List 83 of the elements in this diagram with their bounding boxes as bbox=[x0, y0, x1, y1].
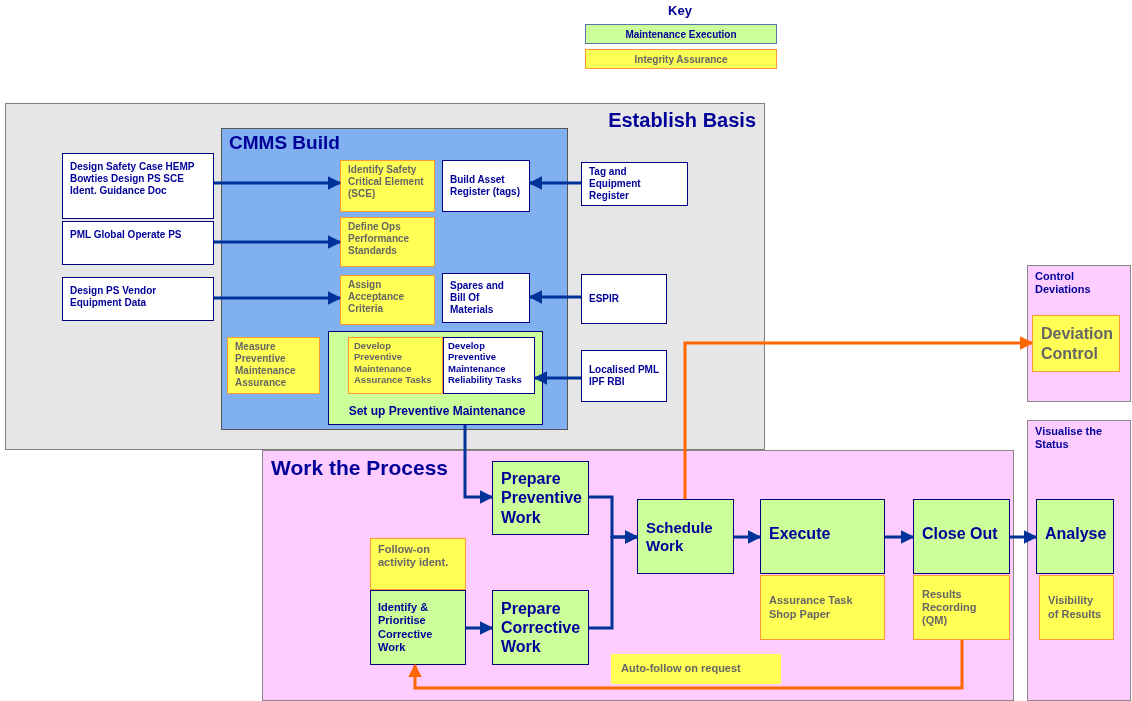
assurance-box bbox=[348, 337, 443, 394]
box-label: Deviation Control bbox=[1041, 324, 1113, 363]
box-label: Auto-follow on request bbox=[621, 662, 741, 676]
box-label: Assign Acceptance Criteria bbox=[348, 279, 406, 315]
assurance-box bbox=[340, 160, 435, 212]
box-label: Identify & Prioritise Corrective Work bbox=[378, 601, 434, 654]
input-box bbox=[581, 162, 688, 206]
arrow bbox=[528, 176, 581, 190]
box-label: Define Ops Performance Standards bbox=[348, 221, 411, 257]
process-box bbox=[492, 590, 589, 665]
input-box bbox=[442, 160, 530, 212]
arrow bbox=[408, 640, 964, 690]
process-box bbox=[1036, 499, 1114, 574]
box-label: Measure Preventive Maintenance Assurance bbox=[235, 341, 297, 389]
arrow bbox=[466, 621, 494, 635]
box-label: Schedule Work bbox=[646, 518, 714, 555]
process-box bbox=[637, 499, 734, 574]
box-label: Visibility of Results bbox=[1048, 594, 1103, 621]
input-box bbox=[442, 273, 530, 323]
group-panel bbox=[1027, 420, 1131, 701]
process-box bbox=[370, 590, 466, 665]
process-box bbox=[492, 461, 589, 535]
group-panel bbox=[328, 331, 543, 425]
input-box bbox=[62, 153, 214, 219]
box-label: Follow-on activity ident. bbox=[378, 543, 450, 570]
box-label: Execute bbox=[769, 524, 831, 544]
box-label: Design PS Vendor Equipment Data bbox=[70, 285, 158, 309]
input-box bbox=[62, 277, 214, 321]
box-label: Analyse bbox=[1045, 524, 1107, 544]
arrow bbox=[734, 530, 762, 544]
box-label: Tag and Equipment Register bbox=[589, 166, 642, 202]
box-label: Localised PML IPF RBI bbox=[589, 364, 659, 388]
box-label: Identify Safety Critical Element (SCE) bbox=[348, 164, 425, 200]
box-label: Develop Preventive Maintenance Assurance Tasks bbox=[354, 340, 433, 386]
arrow bbox=[214, 291, 342, 305]
input-box bbox=[581, 350, 667, 402]
group-panel bbox=[221, 128, 568, 430]
box-label: ESPIR bbox=[589, 293, 619, 305]
box-label: PML Global Operate PS bbox=[70, 229, 182, 241]
panel-title: Visualise the Status bbox=[1035, 425, 1104, 452]
assurance-box bbox=[227, 337, 320, 394]
note-box bbox=[611, 654, 781, 684]
panel-title: Work the Process bbox=[271, 455, 448, 481]
legend-text: Integrity Assurance bbox=[634, 53, 728, 65]
box-label: Close Out bbox=[922, 524, 998, 544]
assurance-box bbox=[760, 575, 885, 640]
panel-title: Establish Basis bbox=[608, 108, 756, 132]
group-panel bbox=[1027, 265, 1131, 402]
assurance-box bbox=[340, 217, 435, 267]
input-box bbox=[443, 337, 535, 394]
box-label: Prepare Corrective Work bbox=[501, 598, 581, 657]
assurance-box bbox=[913, 575, 1010, 640]
input-box bbox=[62, 221, 214, 265]
arrow bbox=[533, 371, 581, 385]
arrow bbox=[683, 336, 1034, 499]
assurance-box bbox=[340, 275, 435, 325]
arrow bbox=[214, 176, 342, 190]
legend-title: Key bbox=[667, 3, 693, 18]
arrow bbox=[528, 290, 581, 304]
panel-title: Set up Preventive Maintenance bbox=[348, 403, 526, 418]
box-label: Results Recording (QM) bbox=[922, 587, 978, 628]
arrow bbox=[214, 235, 342, 249]
group-panel bbox=[262, 450, 1014, 701]
box-label: Prepare Preventive Work bbox=[501, 469, 582, 527]
box-label: Assurance Task Shop Paper bbox=[769, 594, 854, 621]
assurance-box bbox=[1032, 315, 1120, 372]
box-label: Spares and Bill Of Materials bbox=[450, 280, 505, 316]
panel-title: Control Deviations bbox=[1035, 270, 1092, 297]
legend-text: Maintenance Execution bbox=[625, 28, 737, 40]
arrow bbox=[589, 530, 639, 630]
group-panel bbox=[5, 103, 765, 450]
panel-title: CMMS Build bbox=[229, 132, 340, 155]
box-label: Design Safety Case HEMP Bowties Design PS SCE Ident. Guidance Doc bbox=[70, 161, 196, 197]
input-box bbox=[581, 274, 667, 324]
box-label: Develop Preventive Maintenance Reliability Tasks bbox=[448, 340, 523, 386]
arrow bbox=[885, 530, 915, 544]
arrow bbox=[1010, 530, 1038, 544]
assurance-box bbox=[370, 538, 466, 590]
assurance-box bbox=[1039, 575, 1114, 640]
box-label: Build Asset Register (tags) bbox=[450, 174, 521, 198]
process-box bbox=[913, 499, 1010, 574]
process-box bbox=[760, 499, 885, 574]
arrow bbox=[463, 425, 494, 504]
